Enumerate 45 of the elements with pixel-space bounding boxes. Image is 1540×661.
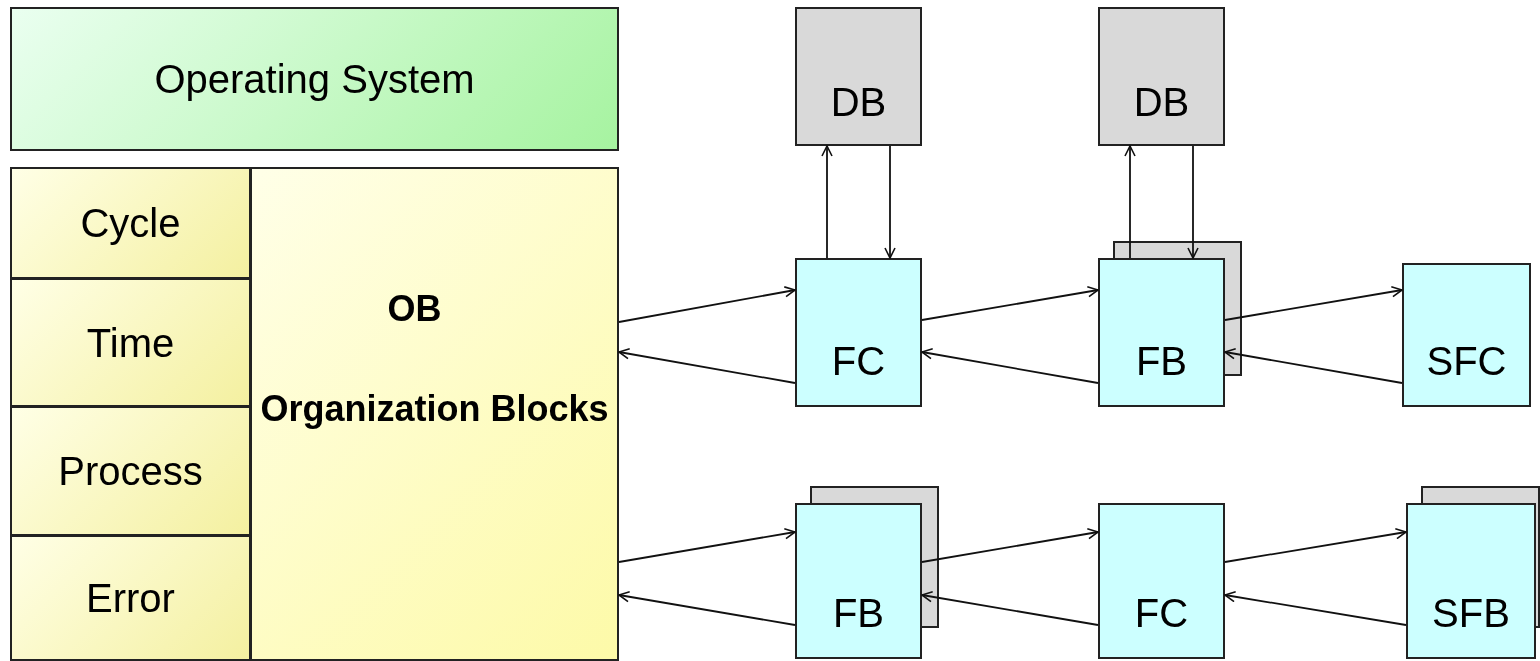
arrow (821, 145, 833, 259)
event-type-cell (10, 167, 251, 279)
function-block-box (795, 258, 922, 407)
event-type-cell (10, 406, 251, 536)
block-label: Operating System (154, 57, 475, 101)
block-label: DB (830, 79, 887, 124)
block-label: SFB (1432, 591, 1510, 635)
block-abbreviation: OB (387, 289, 442, 329)
arrow (1224, 348, 1403, 384)
operating-system-box (10, 7, 619, 151)
block-label: FB (1135, 339, 1188, 383)
function-block-box (1406, 503, 1536, 659)
arrow (1224, 590, 1407, 626)
data-block-box (1098, 7, 1225, 146)
data-block-box (795, 7, 922, 146)
event-type-cell (10, 278, 251, 407)
function-block-box (1098, 258, 1225, 407)
event-type-cell (10, 535, 251, 661)
arrow (618, 590, 796, 626)
arrow (1224, 285, 1403, 321)
arrow (1224, 527, 1407, 563)
block-label: Process (58, 449, 203, 493)
arrow (921, 590, 1099, 626)
arrow (921, 285, 1099, 321)
organization-block-box (250, 167, 619, 661)
block-label: FC (1134, 591, 1189, 635)
arrow (921, 527, 1099, 563)
block-label: SFC (1426, 339, 1507, 383)
function-block-box (1098, 503, 1225, 659)
arrow (618, 286, 796, 323)
arrow (618, 527, 796, 563)
arrow (884, 145, 896, 259)
block-label: Error (86, 576, 175, 620)
arrow (1124, 145, 1136, 259)
arrow (921, 348, 1099, 384)
block-description: Organization Blocks (260, 389, 609, 429)
function-block-box (1402, 263, 1531, 407)
arrow (618, 348, 796, 384)
function-block-box (795, 503, 922, 659)
arrow (1187, 145, 1199, 259)
block-label: Time (86, 320, 175, 365)
block-label: FB (832, 591, 885, 635)
block-label: FC (831, 339, 886, 383)
block-label: DB (1133, 79, 1190, 124)
block-label: Cycle (80, 201, 181, 245)
